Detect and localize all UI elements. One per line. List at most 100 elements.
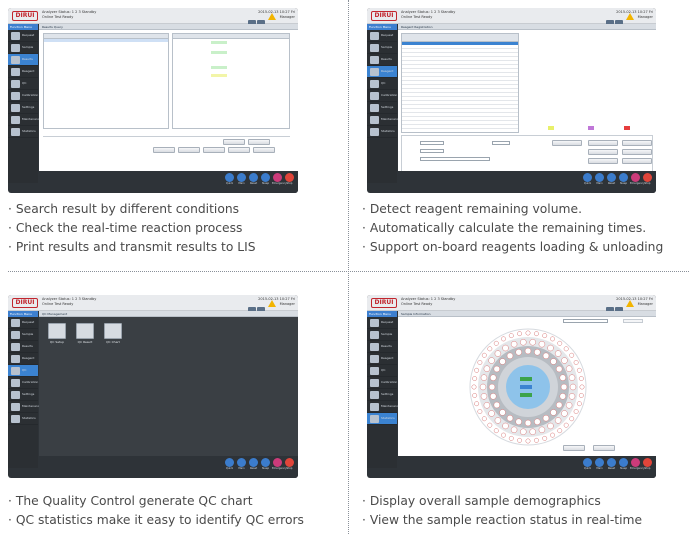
sample-position[interactable] [472,376,478,381]
sample-position[interactable] [534,418,541,426]
edit-button[interactable] [203,147,225,153]
reagent-scan-button[interactable] [588,140,618,146]
stop-button[interactable]: Stop [284,458,295,471]
sample-position[interactable] [579,384,585,390]
emergency-button[interactable]: Emergency [272,458,287,471]
sample-position[interactable] [489,393,497,400]
stop-button[interactable]: Stop [284,173,295,186]
delete-button[interactable] [228,147,250,153]
sample-position[interactable] [555,365,563,373]
sample-position[interactable] [501,432,506,438]
sidebar-item-results[interactable]: Results [8,54,38,66]
table-row[interactable] [402,93,518,97]
reset-button[interactable]: Reset [606,173,617,186]
sample-position[interactable] [550,358,557,365]
main-button[interactable]: Main [236,173,247,186]
table-row[interactable] [402,109,518,113]
sample-position[interactable] [502,344,509,352]
sample-position[interactable] [488,357,495,364]
stop-button[interactable]: Stop [642,458,653,471]
sidebar-item-statistics[interactable]: Statistics [8,413,38,425]
sample-position[interactable] [568,393,576,400]
table-row[interactable] [402,129,518,132]
sample-position[interactable] [489,374,497,381]
sample-position[interactable] [479,383,487,391]
sample-list-table[interactable] [43,33,169,129]
sidebar-item-statistics[interactable]: Statistics [8,126,38,138]
sidebar-item-results[interactable]: Results [367,54,397,66]
table-row[interactable] [402,97,518,101]
tray-select[interactable] [563,319,608,323]
sample-position[interactable] [502,422,509,430]
sidebar-item-request[interactable]: Request [367,317,397,329]
quick-button[interactable]: Quick [224,173,235,186]
printer-icon[interactable] [606,20,614,27]
sidebar-item-qc[interactable]: QC [8,78,38,90]
sleep-button[interactable]: Sleep [618,458,629,471]
sample-position[interactable] [524,419,532,427]
sample-position[interactable] [550,432,555,438]
sample-position[interactable] [529,428,536,435]
bottle-field[interactable] [492,141,510,145]
sidebar-item-settings[interactable]: Settings [8,102,38,114]
filter-button[interactable] [223,139,245,145]
sample-position[interactable] [520,428,527,435]
sidebar-item-sample[interactable]: Sample [8,42,38,54]
table-row-selected[interactable] [402,42,518,45]
sample-position[interactable] [471,384,477,390]
sidebar-item-calibration[interactable]: Calibration [8,377,38,389]
sample-position[interactable] [573,360,579,365]
sample-position[interactable] [569,352,575,358]
sidebar-item-reagent[interactable]: Reagent [367,353,397,365]
sidebar-item-results[interactable]: Results [8,341,38,353]
quick-button[interactable]: Quick [582,173,593,186]
reset-button[interactable]: Reset [248,458,259,471]
warning-icon[interactable] [626,13,634,20]
lis-icon[interactable] [257,307,265,314]
table-row[interactable] [402,53,518,57]
sample-position[interactable] [508,333,514,339]
sample-position[interactable] [510,340,518,348]
sidebar-item-statistics[interactable]: Statistics [367,413,397,425]
reagent-info-button[interactable] [552,140,582,146]
reset-button[interactable]: Reset [248,173,259,186]
sidebar-item-maintenance[interactable]: Maintenance [8,401,41,413]
table-row[interactable] [44,39,168,42]
more-button[interactable] [253,147,275,153]
reagent-field[interactable] [420,141,444,145]
sidebar-item-reagent[interactable]: Reagent [8,66,38,78]
result-detail-table[interactable] [172,33,290,129]
quick-button[interactable]: Quick [224,458,235,471]
sidebar-item-reagent[interactable]: Reagent [8,353,38,365]
print-button[interactable] [153,147,175,153]
sidebar-item-statistics[interactable]: Statistics [367,126,397,138]
table-row[interactable] [402,57,518,61]
sidebar-item-calibration[interactable]: Calibration [367,377,397,389]
sample-position[interactable] [565,402,573,409]
sidebar-item-calibration[interactable]: Calibration [367,90,397,102]
sleep-button[interactable]: Sleep [260,458,271,471]
sample-position[interactable] [573,409,579,414]
sample-position[interactable] [481,352,487,358]
sample-position[interactable] [480,393,488,400]
reset-button[interactable]: Reset [606,458,617,471]
sample-position[interactable] [557,340,563,346]
tab-qc[interactable]: QC Management [39,311,298,317]
table-row[interactable] [402,105,518,109]
sample-position[interactable] [568,374,576,381]
sample-position[interactable] [529,339,536,346]
sample-position[interactable] [534,331,539,337]
qc-tile[interactable]: QC Chart [103,323,123,345]
sidebar-item-qc[interactable]: QC [367,365,397,377]
lis-icon[interactable] [257,20,265,27]
sample-position[interactable] [542,333,548,339]
reagent-load-button[interactable] [622,140,652,146]
sidebar-item-request[interactable]: Request [8,317,38,329]
reagent-prime-button[interactable] [622,149,652,155]
lis-icon[interactable] [615,20,623,27]
table-row[interactable] [402,77,518,81]
sample-position[interactable] [488,410,495,417]
sample-position[interactable] [555,401,563,409]
table-row[interactable] [402,101,518,105]
tray-close-button[interactable] [593,445,615,451]
